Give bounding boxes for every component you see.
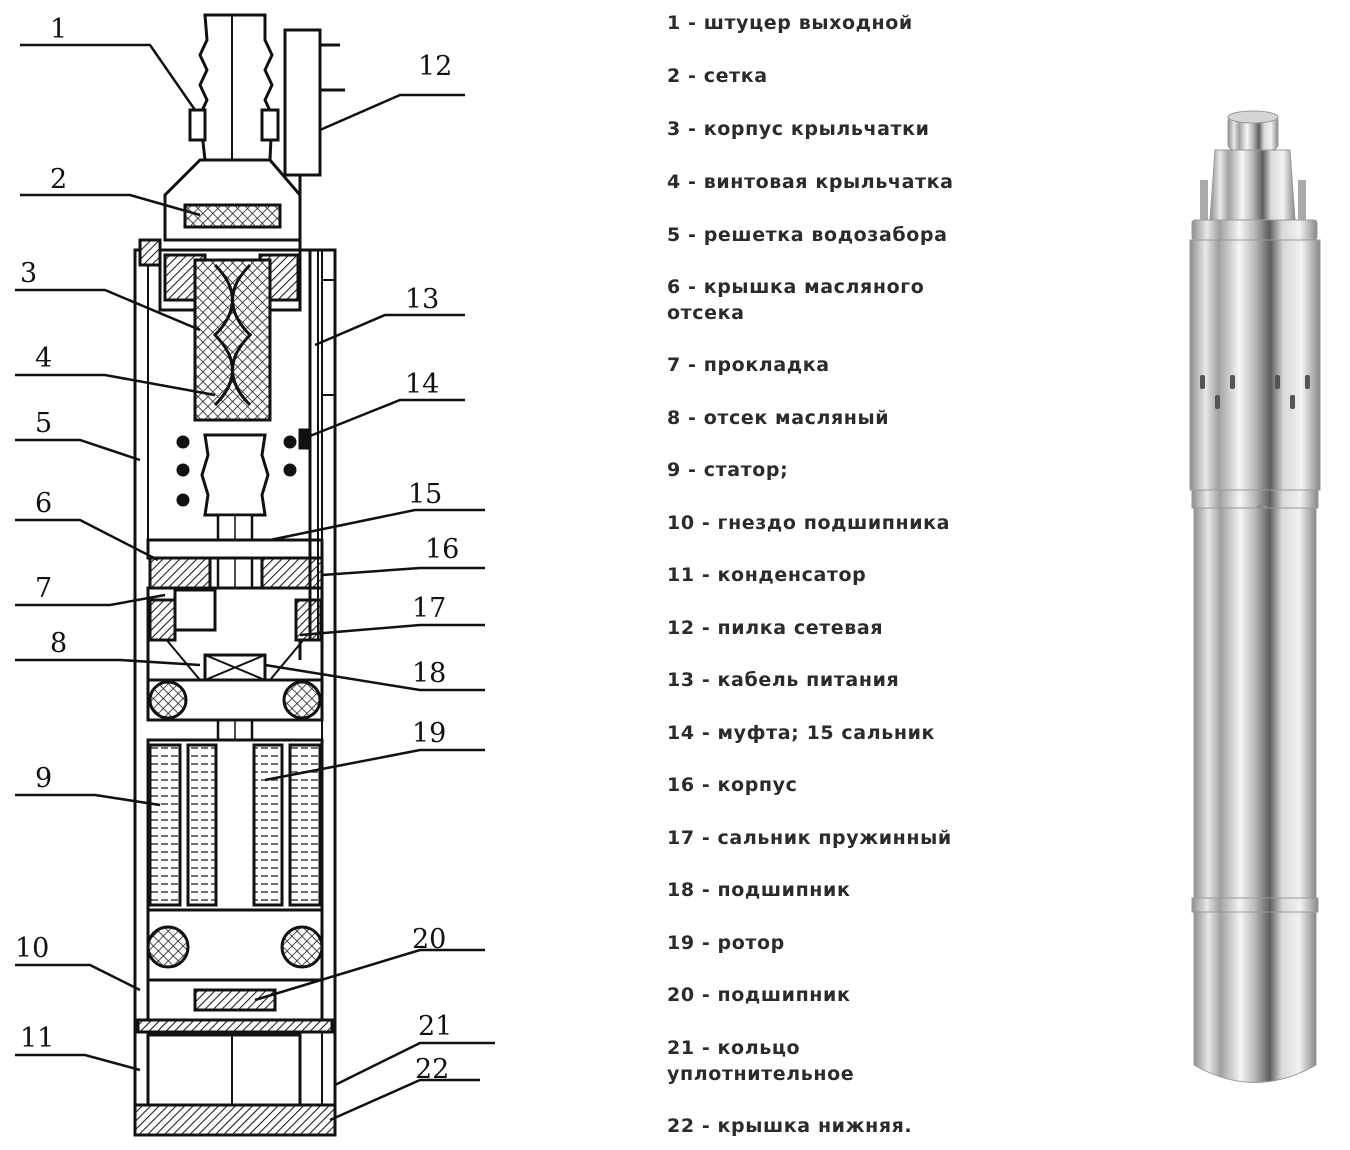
legend-item: 3 - корпус крыльчатки xyxy=(667,118,930,140)
callout-16: 16 xyxy=(425,534,459,565)
callout-7: 7 xyxy=(35,573,52,604)
callout-18: 18 xyxy=(412,658,446,689)
pump-cross-section-diagram: 1 2 3 4 5 6 7 8 9 10 11 12 13 14 15 16 1… xyxy=(15,13,495,1137)
legend-item: 16 - корпус xyxy=(667,774,798,796)
legend-item: 13 - кабель питания xyxy=(667,669,900,691)
legend-item: 21 - кольцо уплотнительное xyxy=(667,1037,855,1085)
callout-14: 14 xyxy=(405,369,439,400)
pump-photo-shape xyxy=(1189,110,1321,1083)
callout-17: 17 xyxy=(412,593,446,624)
callout-5: 5 xyxy=(35,408,52,439)
legend-item: 22 - крышка нижняя. xyxy=(667,1115,913,1137)
callout-22: 22 xyxy=(415,1054,449,1085)
legend-item: 20 - подшипник xyxy=(667,984,851,1006)
legend-item: 9 - статор; xyxy=(667,459,789,481)
legend-item: 11 - конденсатор xyxy=(667,564,867,586)
callout-10: 10 xyxy=(15,933,49,964)
pump-product-image xyxy=(1189,110,1321,1083)
callout-9: 9 xyxy=(35,763,52,794)
legend-item: 1 - штуцер выходной xyxy=(667,12,913,34)
legend-item: 19 - ротор xyxy=(667,932,785,954)
callout-19: 19 xyxy=(412,718,446,749)
legend-item: 14 - муфта; 15 сальник xyxy=(667,722,935,744)
callout-11: 11 xyxy=(20,1023,54,1054)
legend-item: 5 - решетка водозабора xyxy=(667,224,948,246)
pump-body-drawing xyxy=(133,13,345,1137)
callout-8: 8 xyxy=(50,628,67,659)
callout-2: 2 xyxy=(50,164,67,195)
legend-item: 6 - крышка масляного отсека xyxy=(667,276,925,324)
callout-12: 12 xyxy=(418,51,452,82)
callout-20: 20 xyxy=(412,924,446,955)
legend-item: 12 - пилка сетевая xyxy=(667,617,884,639)
legend-item: 7 - прокладка xyxy=(667,354,830,376)
legend-item: 2 - сетка xyxy=(667,65,768,87)
callout-4: 4 xyxy=(35,343,52,374)
leader-lines xyxy=(15,43,495,1122)
legend-item: 8 - отсек масляный xyxy=(667,407,890,429)
callout-6: 6 xyxy=(35,488,52,519)
callout-21: 21 xyxy=(418,1011,452,1042)
callout-3: 3 xyxy=(20,258,37,289)
callout-15: 15 xyxy=(408,479,442,510)
legend-item: 10 - гнездо подшипника xyxy=(667,512,951,534)
callout-1: 1 xyxy=(50,14,67,45)
callout-numbers: 1 2 3 4 5 6 7 8 9 10 11 12 13 14 15 16 1… xyxy=(15,14,459,1085)
callout-13: 13 xyxy=(405,284,439,315)
legend-item: 18 - подшипник xyxy=(667,879,851,901)
legend-item: 4 - винтовая крыльчатка xyxy=(667,171,954,193)
legend-item: 17 - сальник пружинный xyxy=(667,827,952,849)
